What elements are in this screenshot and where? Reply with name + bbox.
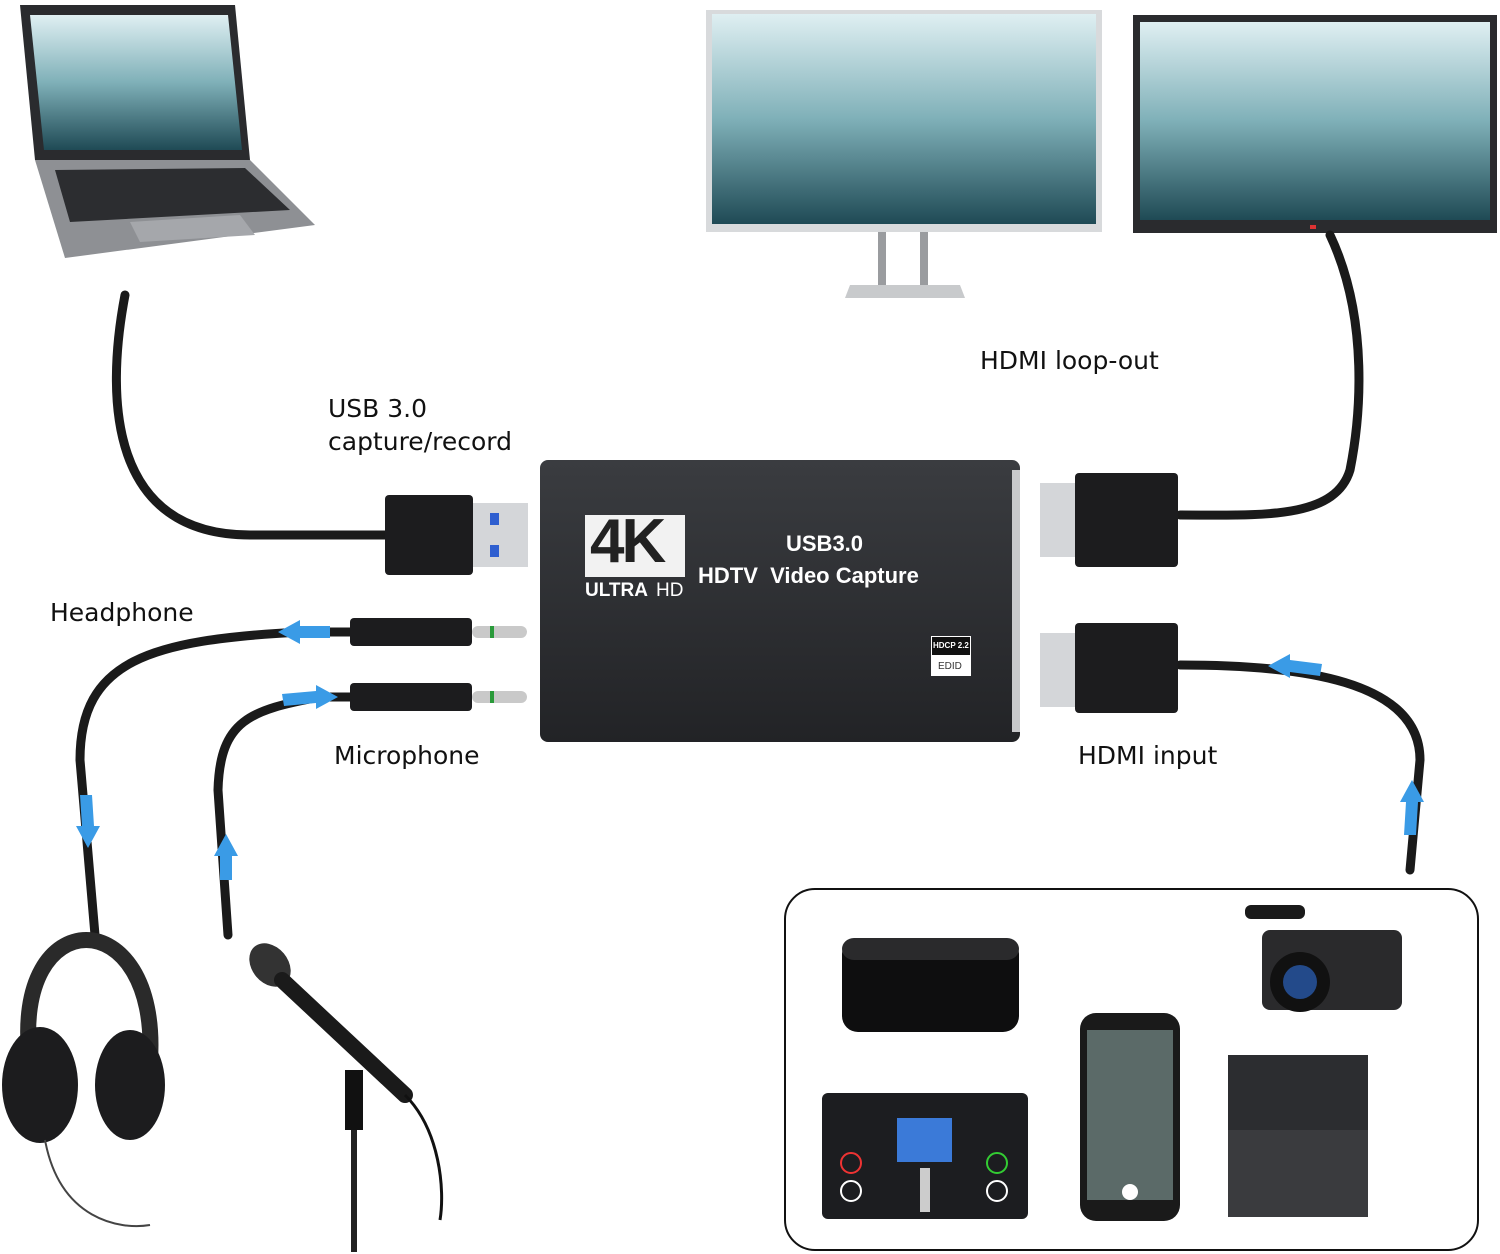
usb-plug-icon [385, 495, 528, 575]
logo-ultra: ULTRA [585, 580, 648, 601]
device-model-text: USB3.0 [786, 531, 864, 556]
video-switcher-icon [822, 1093, 1028, 1219]
hdmi-plug-icon [1040, 473, 1178, 713]
logo-4k: 4K [590, 507, 666, 576]
usb-label-line1: USB 3.0 [328, 394, 428, 423]
game-console-icon [1228, 1055, 1368, 1217]
device-product-text: HDTV Video Capture [698, 563, 919, 588]
headphones-icon [2, 932, 165, 1228]
hdcp-badge: HDCP 2.2 [933, 641, 969, 650]
logo-hd: HD [656, 580, 684, 601]
hdmi-loop-out-label: HDMI loop-out [980, 346, 1159, 375]
streaming-box-icon [842, 938, 1019, 1032]
monitor-icon [1133, 15, 1497, 233]
audio-jack-icon [350, 618, 527, 711]
monitor-icon [706, 10, 1102, 298]
camcorder-icon [1245, 905, 1402, 1012]
smartphone-icon [1080, 1013, 1180, 1221]
laptop-icon [20, 5, 315, 258]
edid-badge: EDID [938, 661, 962, 672]
direction-arrows [76, 620, 1424, 880]
capture-device-body [540, 460, 1020, 742]
hdmi-input-label: HDMI input [1078, 741, 1218, 770]
headphone-label: Headphone [50, 598, 194, 627]
microphone-icon [249, 943, 444, 1252]
microphone-label: Microphone [334, 741, 480, 770]
cables [75, 230, 1425, 940]
usb-label-line2: capture/record [328, 427, 512, 456]
